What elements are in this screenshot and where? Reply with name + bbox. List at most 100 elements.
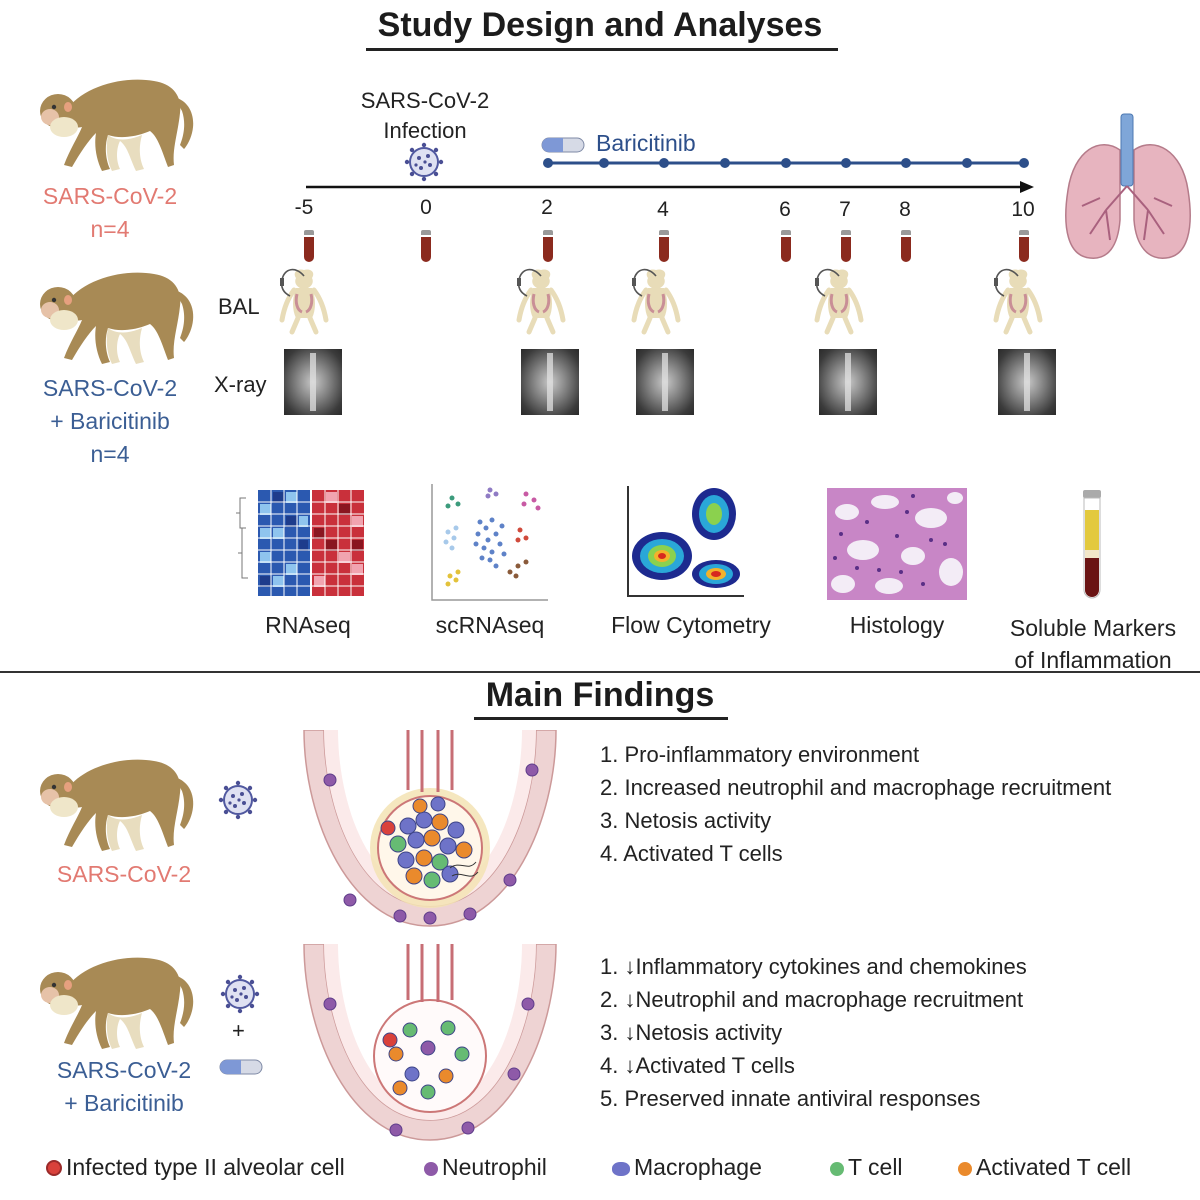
tick-label: 6 xyxy=(779,198,791,221)
legend-item-macrophage: Macrophage xyxy=(612,1154,762,1181)
analysis-label: Histology xyxy=(849,612,945,638)
study-design-title: Study Design and Analyses xyxy=(377,6,823,44)
bal-monkey-icon xyxy=(811,264,871,336)
alveolus-treated-diagram xyxy=(303,944,557,1141)
blood-tube-icon xyxy=(781,230,791,262)
xray-image xyxy=(998,349,1056,415)
finding-item: 1. Pro-inflammatory environment xyxy=(600,742,920,767)
xray-image xyxy=(819,349,877,415)
blood-tube-icon xyxy=(841,230,851,262)
t-cell-icon xyxy=(830,1162,844,1176)
dose-point xyxy=(901,158,911,168)
alveolus-inflamed-diagram xyxy=(303,730,557,927)
xray-image xyxy=(521,349,579,415)
bal-monkey-icon xyxy=(990,264,1050,336)
finding-item: 2. Increased neutrophil and macrophage r… xyxy=(600,775,1112,800)
macrophage-icon xyxy=(612,1162,630,1176)
dose-point xyxy=(781,158,791,168)
legend-item-activated-t-cell: Activated T cell xyxy=(958,1154,1131,1181)
tick-label: 4 xyxy=(657,198,669,221)
group-treated-name: SARS-CoV-2 xyxy=(42,375,178,401)
virus-icon xyxy=(220,974,260,1014)
analysis-label-line1: Soluble Markers xyxy=(1009,615,1177,641)
group-infected-label: SARS-CoV-2 n=4 xyxy=(20,180,200,246)
findings-treated-drug: + Baricitinib xyxy=(64,1090,184,1116)
title-underline xyxy=(474,717,728,720)
finding-item: 4. Activated T cells xyxy=(600,841,783,866)
finding-item: 3. ↓Netosis activity xyxy=(600,1020,783,1045)
bal-monkey-icon xyxy=(513,264,573,336)
timeline-svg xyxy=(306,158,1034,193)
findings-treated-label: SARS-CoV-2 + Baricitinib xyxy=(34,1054,214,1120)
group-treated-label: SARS-CoV-2 + Baricitinib n=4 xyxy=(20,372,200,471)
blood-tube-icon xyxy=(1019,230,1029,262)
tick-label: 7 xyxy=(839,198,851,221)
legend-item-t-cell: T cell xyxy=(830,1154,903,1181)
flow-cytometry-icon xyxy=(627,486,744,597)
analysis-label: RNAseq xyxy=(265,612,351,638)
legend-label: Macrophage xyxy=(634,1154,762,1180)
legend-item-neutrophil: Neutrophil xyxy=(424,1154,547,1181)
monkey-icon xyxy=(40,957,194,1049)
tick-label: -5 xyxy=(294,196,314,219)
legend-label: Activated T cell xyxy=(976,1154,1132,1180)
histology-icon xyxy=(827,488,967,600)
neutrophil-icon xyxy=(424,1162,438,1176)
dose-point xyxy=(841,158,851,168)
tick-label: 2 xyxy=(541,196,553,219)
group-treated-drug: + Baricitinib xyxy=(50,408,170,434)
group-infected-n: n=4 xyxy=(90,216,130,242)
infection-label: SARS-CoV-2 Infection xyxy=(340,86,510,146)
dose-point xyxy=(962,158,972,168)
legend-label: Infected type II alveolar cell xyxy=(66,1154,345,1180)
plus-sign: + xyxy=(232,1018,245,1043)
dose-point xyxy=(1019,158,1029,168)
bal-label: BAL xyxy=(218,294,260,319)
dosing-points xyxy=(543,158,1029,168)
blood-tube-icon xyxy=(901,230,911,262)
legend-label: T cell xyxy=(848,1154,903,1180)
blood-tube-icon xyxy=(304,230,314,262)
blood-tube-large-icon xyxy=(1083,490,1101,599)
heatmap-icon xyxy=(236,490,364,596)
dose-point xyxy=(659,158,669,168)
tick-label: 8 xyxy=(899,198,911,221)
finding-item: 5. Preserved innate antiviral responses xyxy=(600,1086,981,1111)
legend-item-infected-cell: Infected type II alveolar cell xyxy=(46,1154,345,1181)
group-treated-n: n=4 xyxy=(90,441,130,467)
bal-monkey-icon xyxy=(276,264,336,336)
tsne-cluster-icon xyxy=(431,484,548,601)
blood-tube-icon xyxy=(421,230,431,262)
tick-label: 0 xyxy=(420,196,432,219)
bal-monkey-icon xyxy=(628,264,688,336)
analysis-label: Flow Cytometry xyxy=(611,612,771,638)
monkey-icon xyxy=(40,759,194,851)
dose-point xyxy=(599,158,609,168)
group-infected-name: SARS-CoV-2 xyxy=(42,183,178,209)
infection-label-line1: SARS-CoV-2 xyxy=(360,88,490,113)
finding-item: 4. ↓Activated T cells xyxy=(600,1053,795,1078)
main-findings-title: Main Findings xyxy=(485,676,715,714)
infection-label-line2: Infection xyxy=(383,118,467,143)
dose-point xyxy=(543,158,553,168)
lungs-icon xyxy=(1065,113,1191,259)
analysis-label: Soluble Markers of Inflammation xyxy=(996,612,1190,676)
section-divider xyxy=(0,671,1200,673)
findings-infected-label: SARS-CoV-2 xyxy=(56,861,192,887)
dose-point xyxy=(720,158,730,168)
virus-icon xyxy=(218,780,258,820)
time-axis-arrow xyxy=(1020,181,1034,193)
findings-treated-name: SARS-CoV-2 xyxy=(56,1057,192,1083)
infected-cell-icon xyxy=(46,1160,62,1176)
drug-label: Baricitinib xyxy=(596,130,696,156)
legend-label: Neutrophil xyxy=(442,1154,547,1180)
activated-t-cell-icon xyxy=(958,1162,972,1176)
xray-image xyxy=(636,349,694,415)
xray-image xyxy=(284,349,342,415)
tick-label: 10 xyxy=(1011,198,1035,221)
pill-icon xyxy=(219,1059,263,1075)
analysis-label-line2: of Inflammation xyxy=(1014,647,1172,673)
finding-item: 3. Netosis activity xyxy=(600,808,772,833)
finding-item: 2. ↓Neutrophil and macrophage recruitmen… xyxy=(600,987,1024,1012)
title-underline xyxy=(366,48,838,51)
